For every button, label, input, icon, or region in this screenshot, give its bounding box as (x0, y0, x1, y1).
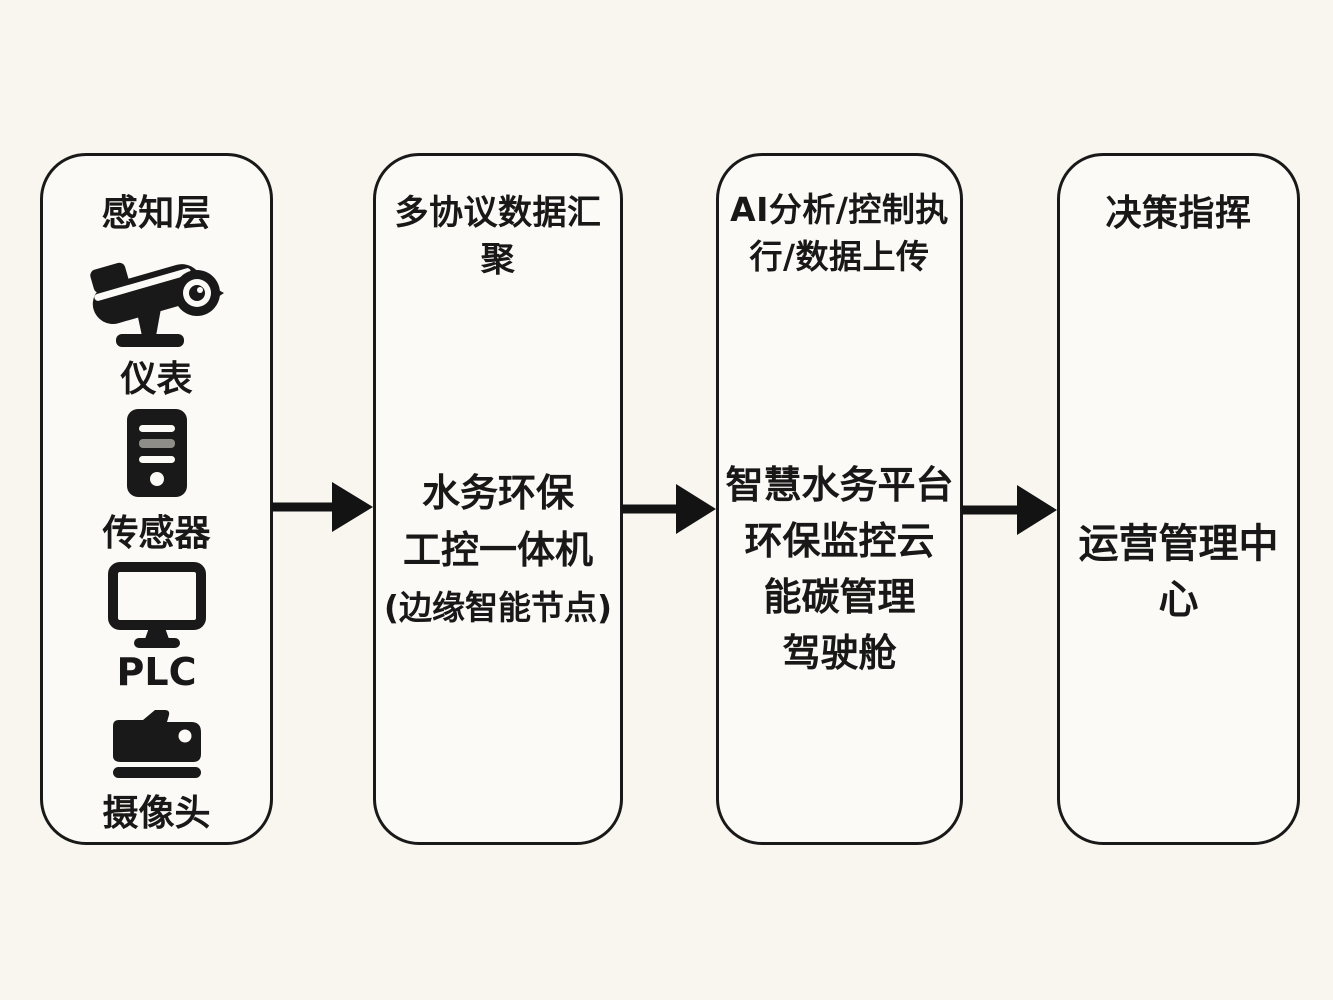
panel-body: 水务环保 工控一体机 (边缘智能节点) (376, 465, 620, 636)
panel-perception-layer: 感知层 仪表 (40, 153, 273, 845)
body-line: 环保监控云 (744, 519, 935, 563)
device-label-meter: 仪表 (120, 359, 193, 400)
panel-title: 决策指挥 (1105, 193, 1252, 234)
panel-decision-command: 决策指挥 运营管理中心 (1057, 153, 1300, 845)
body-line: (边缘智能节点) (383, 588, 613, 627)
body-line: 运营管理中心 (1078, 521, 1279, 623)
panel-title: 多协议数据汇聚 (394, 193, 602, 280)
panel-body: 运营管理中心 (1060, 516, 1297, 628)
panel-title: 感知层 (101, 193, 212, 234)
body-line: 水务环保 (421, 471, 574, 515)
panel-title: AI分析/控制执 行/数据上传 (730, 190, 949, 276)
device-label-camera: 摄像头 (102, 793, 211, 834)
panel-protocol-aggregation: 多协议数据汇聚 水务环保 工控一体机 (边缘智能节点) (373, 153, 623, 845)
device-label-sensor: 传感器 (102, 513, 211, 554)
panel-ai-analysis-upload: AI分析/控制执 行/数据上传 智慧水务平台 环保监控云 能碳管理 驾驶舱 (716, 153, 963, 845)
body-line: 智慧水务平台 (725, 463, 954, 507)
flow-arrow-right-icon (622, 481, 717, 537)
camera-icon (43, 706, 270, 782)
monitor-icon (43, 562, 270, 648)
body-line: 驾驶舱 (782, 631, 897, 675)
device-label-plc: PLC (116, 650, 197, 694)
server-tower-icon (43, 408, 270, 498)
panel-body: 智慧水务平台 环保监控云 能碳管理 驾驶舱 (719, 457, 960, 681)
flow-arrow-right-icon (962, 482, 1058, 538)
body-line: 能碳管理 (763, 575, 916, 619)
body-line: 工控一体机 (402, 528, 593, 572)
flow-arrow-right-icon (272, 479, 374, 535)
cctv-camera-icon (43, 246, 270, 348)
